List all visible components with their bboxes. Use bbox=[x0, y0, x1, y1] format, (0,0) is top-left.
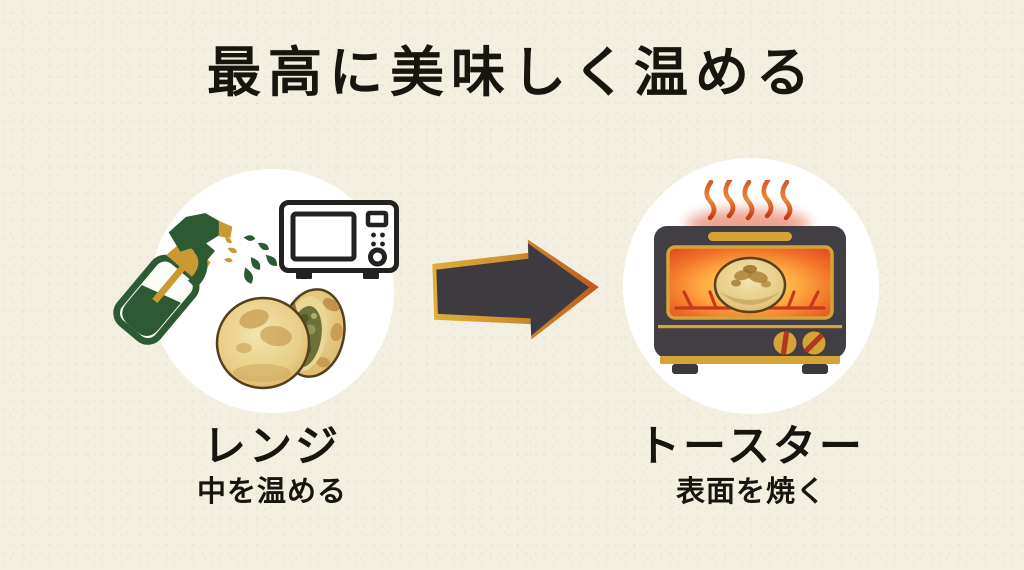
microwave-icon bbox=[279, 200, 399, 279]
toaster-step-label: トースター bbox=[637, 424, 865, 471]
water-droplets-icon bbox=[223, 234, 280, 285]
toaster-step-description: 表面を焼く bbox=[675, 476, 826, 508]
spray-bottle-icon bbox=[113, 213, 233, 345]
microwave-step-label-block: レンジ 中を温める bbox=[72, 426, 472, 507]
microwave-step-label: レンジ bbox=[203, 424, 341, 471]
toaster-step-label-block: トースター 表面を焼く bbox=[551, 426, 951, 507]
oyaki-bun-in-toaster bbox=[713, 256, 787, 314]
oyaki-bun-illustration bbox=[215, 288, 346, 390]
microwave-step-description: 中を温める bbox=[196, 476, 347, 508]
heat-waves-icon bbox=[704, 180, 793, 221]
toaster-oven-icon bbox=[654, 180, 846, 374]
flow-arrow-icon bbox=[432, 239, 599, 340]
page-title: 最高に美味しく温める bbox=[207, 43, 817, 103]
